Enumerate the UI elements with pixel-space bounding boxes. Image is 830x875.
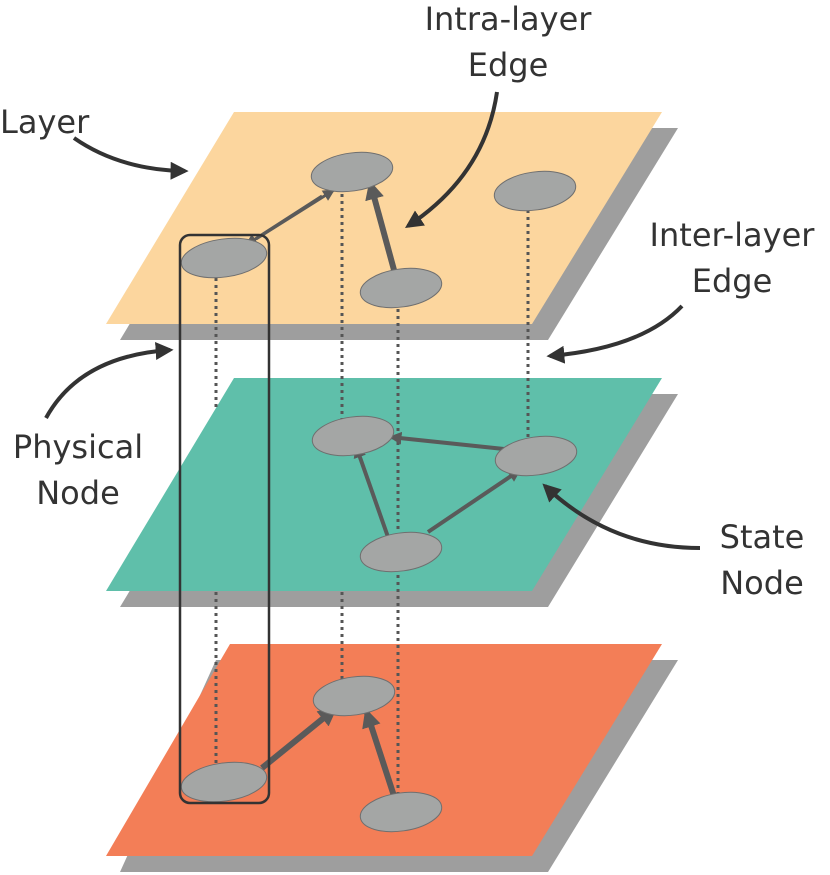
intra-layer-edge <box>365 180 397 271</box>
state-node <box>359 267 443 309</box>
layer-middle <box>106 378 678 607</box>
physical-node-label-line2: Node <box>36 474 120 512</box>
state-node <box>359 791 443 833</box>
intra-layer-label-line2: Edge <box>468 46 549 84</box>
state-node <box>493 170 577 212</box>
intra-layer-edge <box>362 708 397 797</box>
state-node <box>359 531 443 573</box>
layer-bottom <box>106 644 678 872</box>
state-node <box>180 761 268 803</box>
intra-edges-middle <box>353 431 522 538</box>
intra-layer-callout-arrow <box>404 91 499 228</box>
intra-edges-top <box>244 180 397 271</box>
intra-edges-bottom <box>260 705 397 797</box>
physical-node-callout-arrow <box>44 341 174 419</box>
state-node-label-line2: Node <box>720 564 804 602</box>
intra-layer-edge <box>353 444 390 538</box>
intra-layer-edge <box>260 705 338 771</box>
callout-arrows <box>44 91 701 550</box>
state-node <box>180 237 268 279</box>
intra-layer-edge <box>388 431 505 451</box>
layer-middle-plane <box>106 378 662 591</box>
state-node <box>494 435 578 477</box>
state-node-label-line1: State <box>720 518 805 556</box>
inter-layer-label-line2: Edge <box>692 262 773 300</box>
physical-node-label-line1: Physical <box>13 428 143 466</box>
intra-layer-edge <box>244 194 323 247</box>
state-nodes <box>180 151 578 833</box>
inter-layer-callout-arrow <box>546 304 684 364</box>
intra-layer-label-line1: Intra-layer <box>425 0 593 38</box>
layer-label: Layer <box>0 103 90 141</box>
inter-layer-edges <box>214 194 530 828</box>
layer-callout-arrow <box>72 136 189 180</box>
intra-layer-edge <box>426 468 522 534</box>
state-node-callout-arrow <box>542 483 701 550</box>
physical-node-outline <box>178 233 271 805</box>
inter-layer-label-line1: Inter-layer <box>650 216 816 254</box>
state-node <box>310 151 394 193</box>
state-node <box>312 675 396 717</box>
state-node <box>311 415 395 457</box>
